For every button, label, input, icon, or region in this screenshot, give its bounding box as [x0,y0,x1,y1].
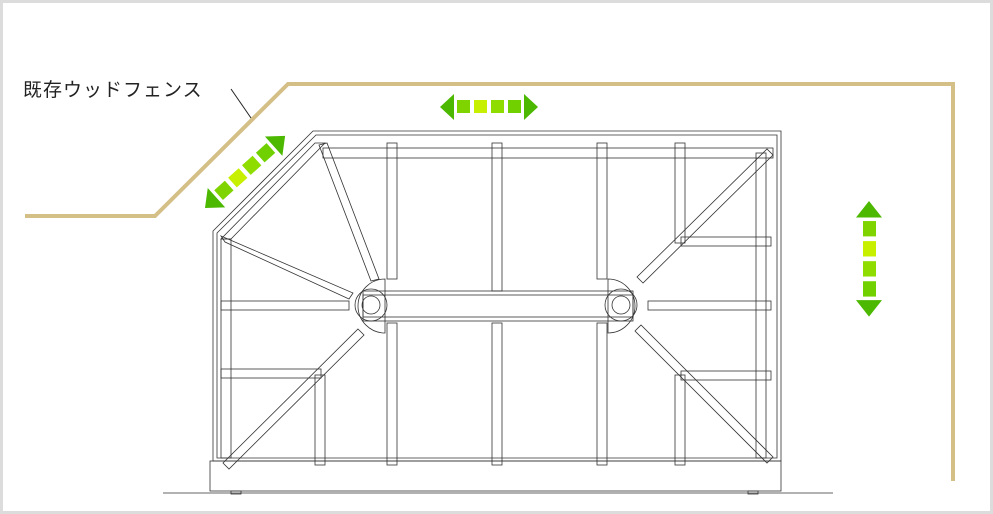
existing-wood-fence-label: 既存ウッドフェンス [23,79,203,101]
existing-wood-fence [25,82,955,481]
deck-plan-drawing [25,82,955,495]
deck-structure [163,130,833,495]
label-leader-line [230,88,252,119]
vertical-move-arrow [856,201,882,317]
horizontal-move-arrow [440,94,538,120]
